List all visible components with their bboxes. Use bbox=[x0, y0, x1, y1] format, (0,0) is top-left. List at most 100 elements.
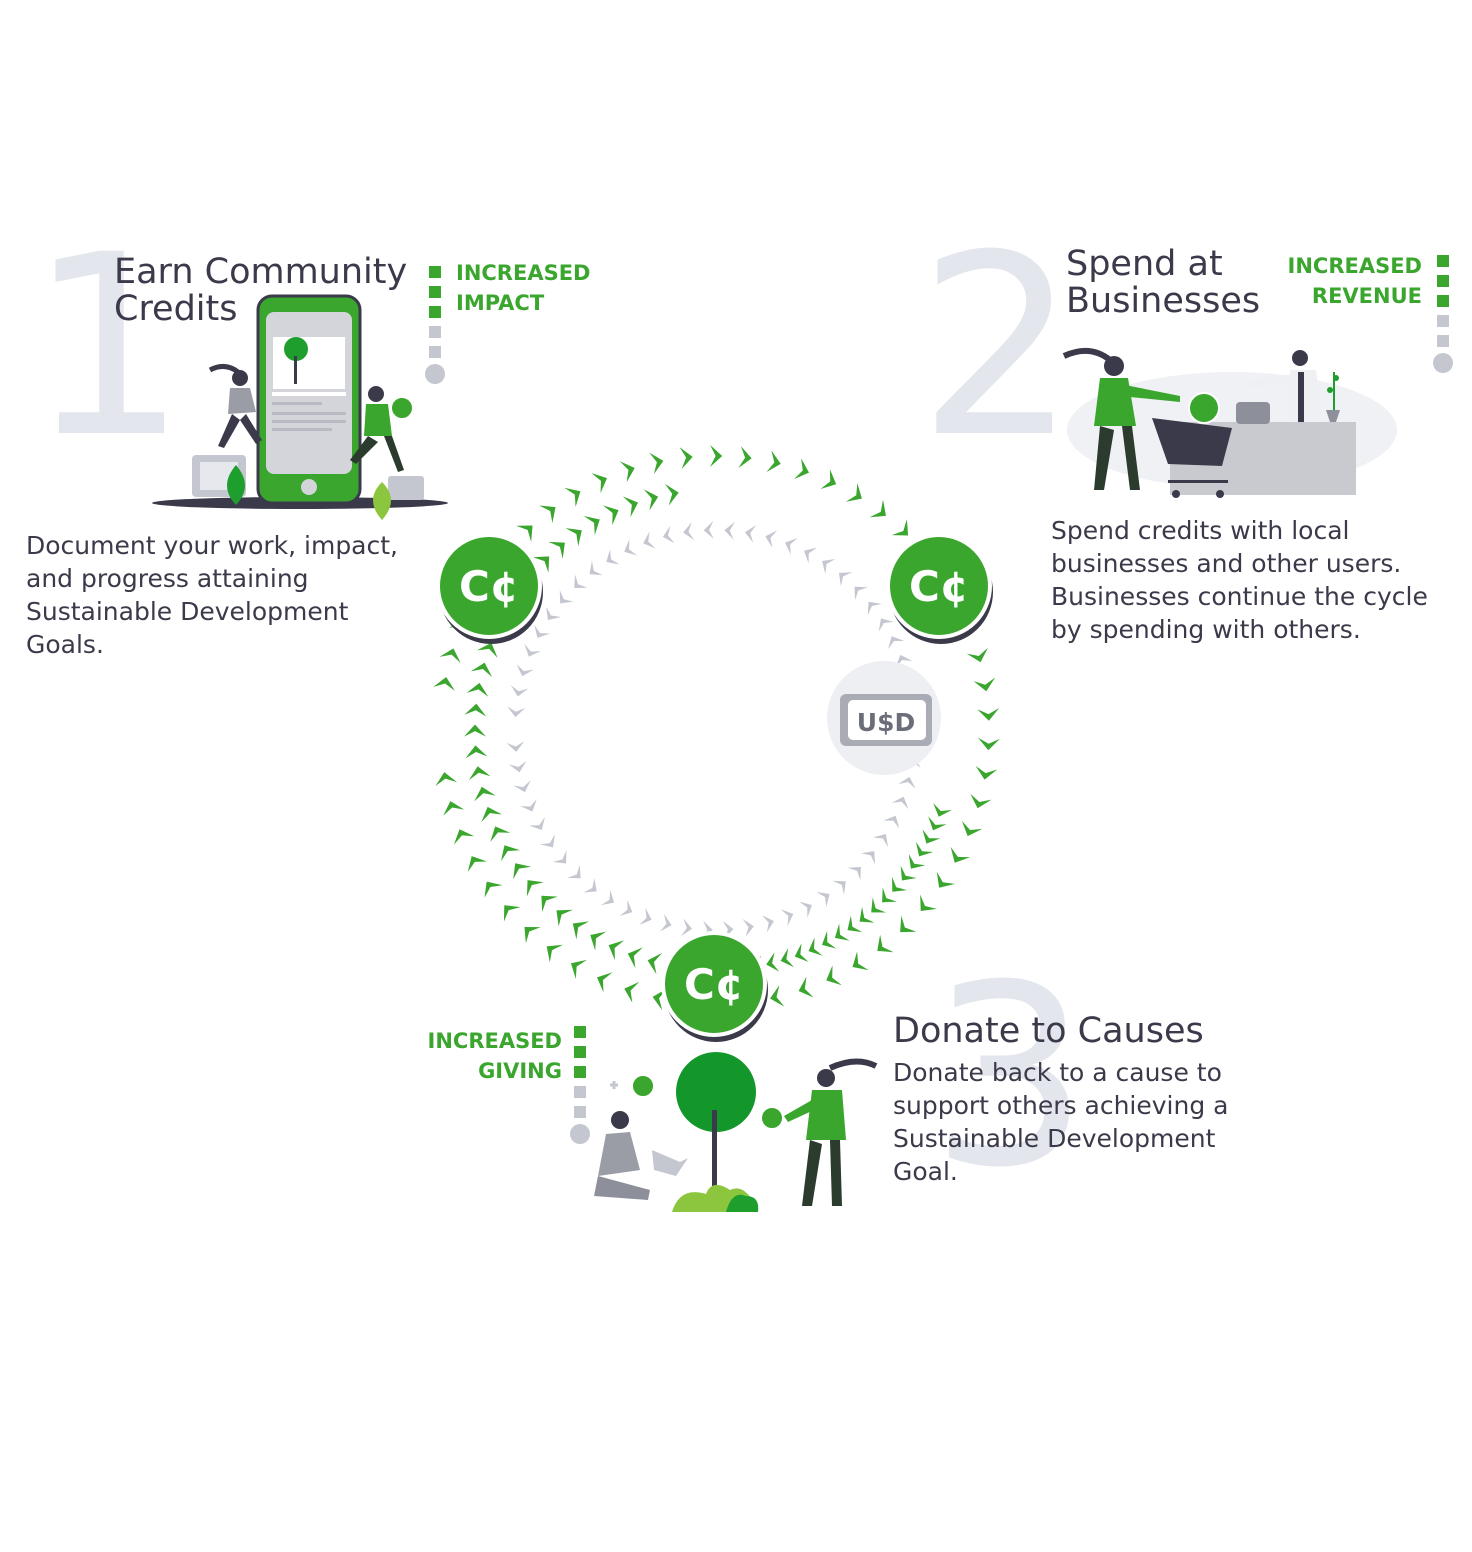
ring-chevron bbox=[804, 547, 817, 564]
ring-chevron bbox=[703, 520, 714, 539]
ring-chevron bbox=[552, 850, 567, 864]
ring-chevron bbox=[484, 881, 503, 898]
ring-chevron bbox=[507, 706, 526, 718]
ring-chevron bbox=[439, 648, 461, 664]
ring-chevron bbox=[838, 572, 853, 587]
ring-chevron bbox=[744, 525, 757, 543]
ring-chevron bbox=[624, 539, 638, 556]
ring-chevron bbox=[936, 871, 956, 888]
ring-chevron bbox=[520, 799, 537, 812]
ring-chevron bbox=[738, 446, 752, 468]
ring-chevron bbox=[464, 703, 487, 717]
ring-chevron bbox=[534, 624, 551, 638]
step-2-description: Spend credits with local businesses and … bbox=[1051, 516, 1428, 644]
ring-chevron bbox=[871, 897, 887, 913]
ring-chevron bbox=[808, 937, 823, 956]
ring-chevron bbox=[506, 741, 525, 752]
ring-chevron bbox=[872, 834, 889, 848]
ring-chevron bbox=[524, 926, 541, 944]
impact-meter bbox=[425, 266, 445, 384]
step-3-tag: INCREASED GIVING bbox=[427, 1029, 562, 1083]
ring-chevron bbox=[799, 901, 812, 918]
step-3-number: 3 bbox=[930, 931, 1090, 1222]
earn-illustration bbox=[152, 294, 448, 520]
step-1-tag: INCREASED IMPACT bbox=[456, 261, 591, 315]
ring-chevron bbox=[443, 801, 465, 816]
ring-chevron bbox=[793, 458, 810, 480]
ring-chevron bbox=[516, 525, 533, 542]
ring-chevron bbox=[834, 923, 850, 941]
ring-chevron bbox=[474, 786, 496, 802]
ring-chevron bbox=[467, 856, 488, 872]
ring-chevron bbox=[742, 919, 754, 937]
ring-chevron bbox=[821, 930, 837, 949]
ring-chevron bbox=[583, 515, 600, 536]
ring-chevron bbox=[606, 549, 620, 565]
ring-chevron bbox=[652, 988, 667, 1011]
ring-chevron bbox=[845, 482, 862, 502]
ring-chevron bbox=[826, 965, 842, 986]
revenue-meter bbox=[1433, 255, 1453, 373]
ring-chevron bbox=[476, 642, 498, 658]
ring-chevron bbox=[878, 618, 894, 632]
ring-chevron bbox=[950, 846, 971, 863]
ring-chevron bbox=[794, 943, 809, 962]
ring-chevron bbox=[627, 947, 643, 969]
ring-chevron bbox=[869, 499, 886, 518]
usd-label: U$D bbox=[857, 708, 915, 737]
ring-chevron bbox=[891, 519, 909, 536]
ring-chevron bbox=[591, 473, 608, 494]
ring-chevron bbox=[780, 909, 794, 927]
ring-chevron bbox=[567, 864, 581, 879]
ring-chevron bbox=[608, 940, 625, 961]
step-2-tag: INCREASED REVENUE bbox=[1287, 254, 1422, 308]
ring-chevron bbox=[847, 866, 861, 881]
ring-chevron bbox=[681, 918, 693, 937]
ring-chevron bbox=[662, 525, 675, 544]
ring-chevron bbox=[679, 447, 693, 470]
ring-chevron bbox=[900, 865, 917, 881]
ring-chevron bbox=[643, 531, 656, 549]
coin-step-1: C¢ bbox=[436, 533, 543, 644]
coin-label-1: C¢ bbox=[459, 562, 519, 611]
ring-chevron bbox=[900, 915, 917, 933]
ring-chevron bbox=[624, 981, 640, 1003]
ring-chevron bbox=[510, 685, 529, 697]
ring-chevron bbox=[892, 876, 908, 892]
ring-chevron bbox=[465, 745, 488, 759]
ring-chevron bbox=[596, 972, 613, 993]
giving-meter bbox=[570, 1026, 590, 1144]
ring-chevron bbox=[583, 878, 597, 893]
ring-chevron bbox=[622, 496, 639, 518]
ring-chevron bbox=[435, 772, 458, 787]
step-2-number: 2 bbox=[918, 201, 1078, 492]
ring-chevron bbox=[977, 708, 1000, 721]
step-1-description: Document your work, impact, and progress… bbox=[26, 531, 398, 659]
ring-chevron bbox=[722, 920, 734, 939]
ring-chevron bbox=[798, 976, 814, 998]
ring-chevron bbox=[470, 662, 493, 678]
ring-chevron bbox=[639, 907, 652, 925]
ring-chevron bbox=[916, 841, 934, 857]
ring-chevron bbox=[570, 959, 587, 979]
ring-chevron bbox=[920, 894, 937, 912]
usd-badge: U$D bbox=[827, 661, 941, 775]
ring-chevron bbox=[529, 817, 545, 831]
ring-chevron bbox=[847, 915, 863, 933]
ring-chevron bbox=[977, 737, 1000, 751]
coin-step-2: C¢ bbox=[886, 533, 993, 644]
ring-chevron bbox=[513, 863, 532, 880]
ring-chevron bbox=[619, 899, 633, 916]
ring-chevron bbox=[532, 556, 550, 573]
ring-chevron bbox=[970, 793, 992, 809]
ring-chevron bbox=[540, 834, 555, 848]
step-1-number: 1 bbox=[28, 201, 188, 492]
ring-chevron bbox=[664, 483, 679, 506]
ring-chevron bbox=[516, 664, 534, 677]
step-1-title: Earn Community Credits bbox=[114, 252, 408, 329]
ring-chevron bbox=[683, 522, 695, 541]
ring-chevron bbox=[659, 914, 672, 932]
ring-chevron bbox=[649, 452, 664, 475]
ring-chevron bbox=[481, 806, 503, 823]
